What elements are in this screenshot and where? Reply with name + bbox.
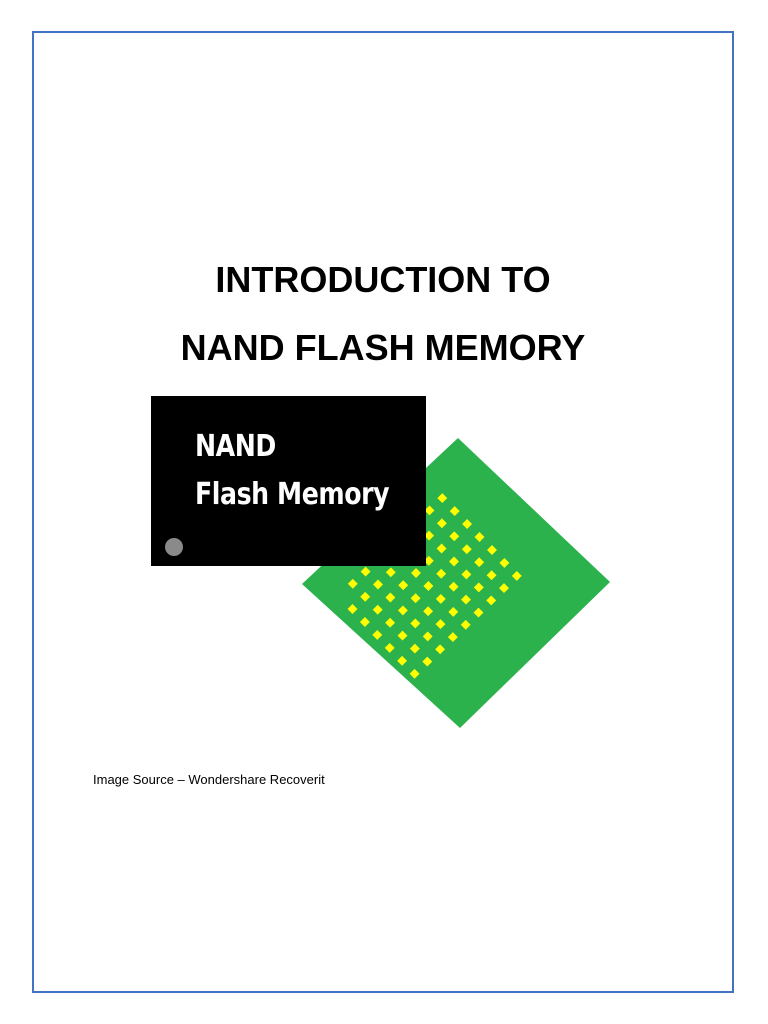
title-line-2: NAND FLASH MEMORY bbox=[180, 327, 586, 368]
solder-pad bbox=[487, 545, 497, 555]
solder-pad bbox=[486, 595, 497, 606]
solder-pad bbox=[473, 582, 484, 593]
solder-pad bbox=[422, 656, 433, 667]
solder-pad bbox=[372, 629, 383, 640]
solder-pad bbox=[385, 592, 396, 603]
nand-chip: NAND Flash Memory bbox=[151, 396, 426, 566]
solder-pad bbox=[449, 556, 459, 567]
solder-pad bbox=[435, 593, 446, 604]
solder-pad bbox=[422, 631, 433, 642]
solder-pad bbox=[462, 519, 473, 529]
chip-pin1-dot bbox=[165, 538, 183, 556]
solder-pad bbox=[373, 579, 383, 590]
image-source-caption: Image Source – Wondershare Recoverit bbox=[93, 772, 325, 787]
solder-pad bbox=[436, 543, 447, 554]
solder-pad bbox=[410, 618, 421, 629]
solder-pad bbox=[437, 493, 448, 504]
solder-pad bbox=[448, 606, 459, 617]
solder-pad bbox=[423, 581, 434, 591]
chip-label-nand: NAND bbox=[195, 429, 276, 464]
solder-pad bbox=[474, 532, 485, 542]
solder-pad bbox=[384, 642, 395, 653]
solder-pad bbox=[411, 568, 421, 578]
page-border bbox=[32, 31, 734, 993]
solder-pad bbox=[359, 617, 370, 627]
pcb-board bbox=[302, 438, 610, 728]
title-line-1: INTRODUCTION TO bbox=[215, 259, 551, 300]
chip-label-flash-memory: Flash Memory bbox=[195, 477, 390, 512]
solder-pad bbox=[347, 604, 358, 614]
